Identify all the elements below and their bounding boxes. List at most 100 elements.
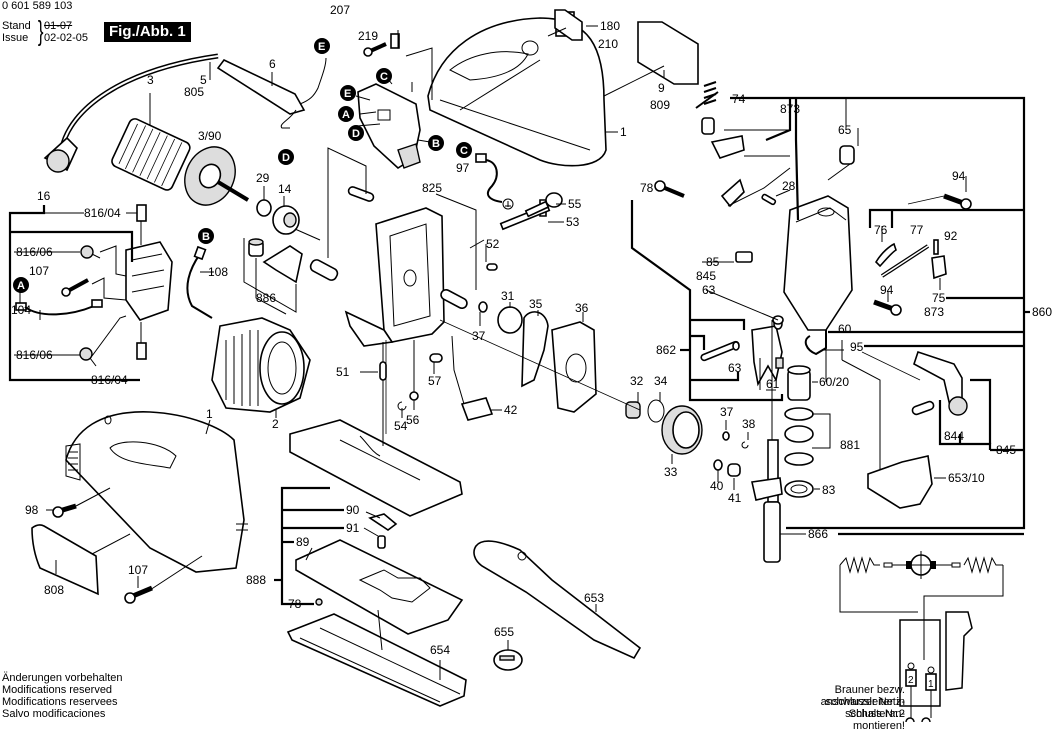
label-63-bottom: 63 <box>728 361 742 375</box>
label-94-top: 94 <box>952 169 966 183</box>
bearing-bush <box>701 117 715 135</box>
label-886: 886 <box>256 291 276 305</box>
screw-107-bottom <box>124 585 153 604</box>
base-plate-89 <box>295 539 464 635</box>
label-40: 40 <box>710 479 724 493</box>
label-78-top: 78 <box>640 181 654 195</box>
screw-94-top <box>943 193 972 210</box>
label-76: 76 <box>874 223 888 237</box>
label-75: 75 <box>932 291 946 305</box>
label-808: 808 <box>44 583 64 597</box>
stand-label: Stand <box>2 20 31 32</box>
gear-housing-plate <box>344 207 445 347</box>
label-655: 655 <box>494 625 514 639</box>
label-108: 108 <box>208 265 228 279</box>
connector-c-switch: C <box>376 68 392 84</box>
label-97: 97 <box>456 161 470 175</box>
label-29: 29 <box>256 171 270 185</box>
label-28: 28 <box>782 179 796 193</box>
label-42: 42 <box>504 403 518 417</box>
switch-plate-207 <box>390 33 400 49</box>
label-60-20: 60/20 <box>819 375 849 389</box>
bushing-41 <box>727 463 741 477</box>
label-54: 54 <box>394 419 408 433</box>
label-31: 31 <box>501 289 515 303</box>
issue-date: 02-02-05 <box>44 32 89 44</box>
cable-108 <box>186 245 213 319</box>
label-107-handle: 107 <box>128 563 148 577</box>
gear-head <box>783 195 853 331</box>
screw-219 <box>363 42 387 57</box>
screw-78-top <box>654 180 685 198</box>
connector-a-switch: A <box>338 106 354 122</box>
footer-line-fr: Modifications reservees <box>2 696 118 708</box>
ring-34 <box>647 399 665 423</box>
label-77: 77 <box>910 223 924 237</box>
label-55: 55 <box>568 197 582 211</box>
label-816-04-top: 816/04 <box>84 206 121 220</box>
svg-text:A: A <box>342 109 350 121</box>
svg-text:B: B <box>432 138 440 150</box>
label-89: 89 <box>296 535 310 549</box>
label-98: 98 <box>25 503 39 517</box>
roller-lever <box>720 178 745 208</box>
cable-clamp <box>262 245 303 284</box>
housing-half-right <box>427 17 607 167</box>
washer-29 <box>256 199 272 217</box>
base-cover-654 <box>286 613 467 707</box>
circlip-54 <box>397 401 407 411</box>
label-653-10: 653/10 <box>948 471 985 485</box>
label-32: 32 <box>630 374 644 388</box>
spring-74 <box>695 81 719 109</box>
connector-e-cord: E <box>314 38 330 54</box>
issue-label: Issue <box>2 32 29 44</box>
label-92: 92 <box>944 229 958 243</box>
pressure-piece-75 <box>931 255 947 280</box>
label-845-top: 845 <box>696 269 716 283</box>
svg-text:E: E <box>344 88 351 100</box>
label-14: 14 <box>278 182 292 196</box>
knob-655 <box>493 649 523 671</box>
label-881: 881 <box>840 438 860 452</box>
label-1-housing: 1 <box>620 125 627 139</box>
label-33: 33 <box>664 465 678 479</box>
switch-4 <box>357 83 421 170</box>
brush-spring-top <box>80 245 101 259</box>
label-94-bottom: 94 <box>880 283 894 297</box>
connector-c-cable: C <box>456 142 472 158</box>
terminal-1: 1 <box>928 679 934 690</box>
connector-b-switch: B <box>428 135 444 151</box>
label-816-06-bottom: 816/06 <box>16 348 53 362</box>
label-90: 90 <box>346 503 360 517</box>
label-888: 888 <box>246 573 266 587</box>
cord-sleeve <box>216 57 327 129</box>
footer-line-en: Modifications reserved <box>2 684 113 696</box>
sealing-ring-83 <box>784 480 814 498</box>
screw-107-top <box>61 278 89 297</box>
label-816-06-top: 816/06 <box>16 245 53 259</box>
svg-text:A: A <box>17 280 25 292</box>
label-95: 95 <box>850 340 864 354</box>
disk-31 <box>497 306 523 334</box>
leaf-spring-76 <box>874 242 897 268</box>
label-63-top: 63 <box>702 283 716 297</box>
plug-body <box>46 149 70 173</box>
svg-text:D: D <box>352 128 360 140</box>
roller-60-20 <box>787 365 811 401</box>
label-35: 35 <box>529 297 543 311</box>
washer-37b <box>722 431 730 441</box>
label-16: 16 <box>37 189 51 203</box>
cap-65 <box>839 145 855 165</box>
guide-plate-36 <box>551 321 597 413</box>
washer-37 <box>478 301 488 313</box>
label-5: 5 <box>200 73 207 87</box>
connector-markers: E D C E A D B C B A <box>13 38 472 293</box>
brush-spring-bottom <box>79 347 97 367</box>
base-plate-upper <box>289 419 463 517</box>
label-805: 805 <box>184 85 204 99</box>
label-65: 65 <box>838 123 852 137</box>
label-2: 2 <box>272 417 279 431</box>
label-60: 60 <box>838 322 852 336</box>
label-219: 219 <box>358 29 378 43</box>
pin-52 <box>486 263 498 271</box>
